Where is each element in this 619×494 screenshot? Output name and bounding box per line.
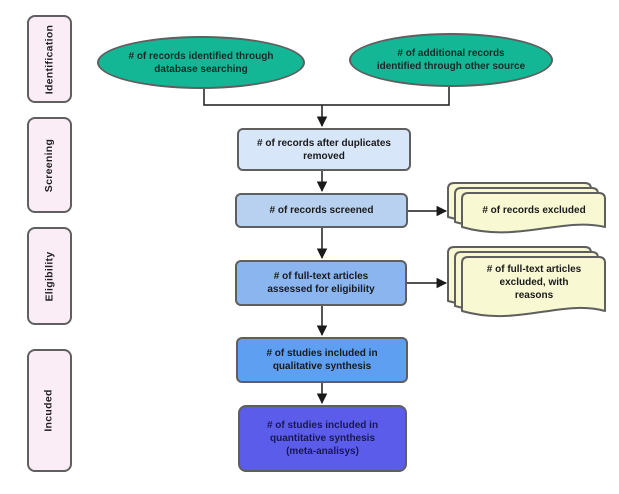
step-box-records-screened: # of records screened <box>235 193 408 228</box>
document-fulltext-excluded-label: # of full-text articles excluded, with r… <box>486 264 582 301</box>
step-box-fulltext-assessed: # of full-text articles assessed for eli… <box>235 260 407 306</box>
step-box-qualitative-synthesis: # of studies included in qualitative syn… <box>236 337 408 383</box>
stage-identification-label: Identification <box>43 24 56 94</box>
stage-included: Incuded <box>27 349 72 472</box>
step-box-quantitative-synthesis: # of studies included in quantitative sy… <box>238 405 407 472</box>
stage-eligibility-label: Eligibility <box>43 251 56 301</box>
source-ellipse-database-searching: # of records identified through database… <box>97 36 305 89</box>
source-ellipse-other-sources: # of additional records identified throu… <box>349 33 553 87</box>
stage-included-label: Incuded <box>43 389 56 432</box>
connector-other-to-merge <box>322 87 450 106</box>
stage-identification: Identification <box>27 15 72 103</box>
stage-screening-label: Screening <box>43 138 55 192</box>
connector-database-to-merge <box>203 89 322 106</box>
stage-eligibility: Eligibility <box>27 227 72 325</box>
document-records-excluded-label: # of records excluded <box>482 205 586 216</box>
step-box-duplicates-removed: # of records after duplicates removed <box>237 128 411 171</box>
stage-screening: Screening <box>27 117 72 213</box>
